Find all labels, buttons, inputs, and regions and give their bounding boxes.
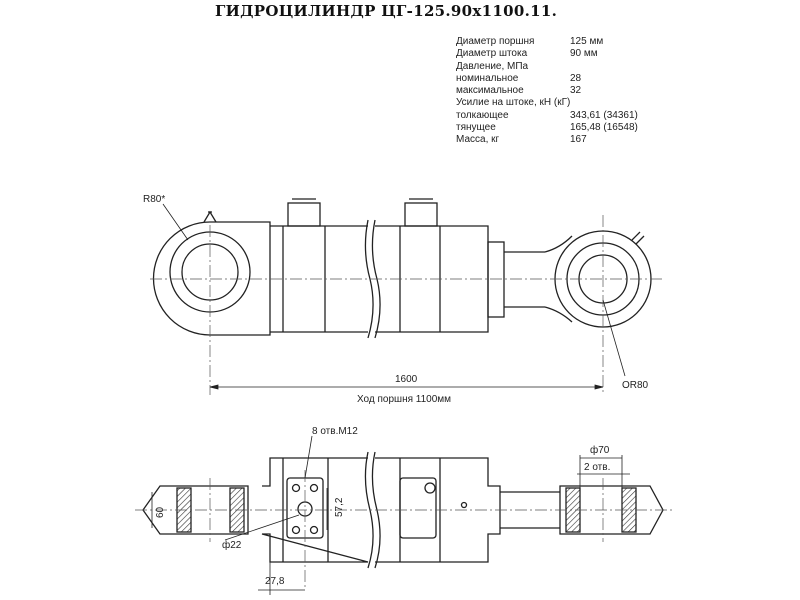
- spec-label: Диаметр поршня: [456, 36, 535, 47]
- left-clevis-eye: [152, 221, 271, 336]
- label-d22: ф22: [222, 539, 242, 551]
- spec-label: тянущее: [456, 122, 496, 134]
- bolt-hole: [291, 483, 301, 493]
- label-60: 60: [155, 506, 166, 518]
- spec-value: 28: [570, 72, 582, 84]
- label-27-8: 27,8: [265, 576, 285, 587]
- port-hole: [424, 482, 436, 494]
- top-centerlines: [150, 215, 665, 395]
- label-holes: 8 отв.М12: [312, 426, 358, 437]
- spec-label: Масса, кг: [456, 134, 500, 146]
- label-2-holes: 2 отв.: [584, 462, 610, 473]
- arrow-icon: [209, 384, 219, 390]
- bottom-dimensions: [151, 435, 630, 595]
- spec-label: Диаметр штока: [456, 48, 528, 60]
- spec-label: толкающее: [456, 109, 509, 121]
- label-length: 1600: [395, 374, 418, 385]
- top-dimensions: [162, 203, 626, 390]
- rod-neck: [544, 235, 573, 323]
- bolt-hole: [309, 483, 319, 493]
- label-d70: ф70: [590, 444, 610, 456]
- leader-holes: [304, 435, 313, 479]
- fitting-dot: [460, 501, 468, 509]
- port-right: [404, 202, 438, 227]
- left-end: [142, 485, 249, 535]
- label-r80-left: R80*: [143, 194, 165, 205]
- grease-nipple-icon: [203, 210, 217, 223]
- bottom-centerlines: [135, 470, 672, 590]
- leader-r80-right: [602, 299, 626, 377]
- label-r80-right: OR80: [622, 380, 649, 391]
- spec-label: Давление, МПа: [456, 60, 529, 72]
- label-57-2: 57,2: [334, 497, 345, 517]
- spec-label: номинальное: [456, 72, 519, 84]
- right-end: [559, 485, 664, 535]
- drawing-title: ГИДРОЦИЛИНДР ЦГ-125.90х1100.11.: [215, 2, 558, 20]
- label-stroke: Ход поршня 1100мм: [357, 394, 451, 405]
- port-flange-right: [399, 477, 437, 539]
- grease-nipple-icon: [631, 231, 645, 245]
- spec-value: 167: [570, 134, 587, 146]
- port-left: [287, 202, 321, 227]
- bolt-hole: [309, 525, 319, 535]
- spec-value: 343,61 (34361): [570, 109, 638, 121]
- leader-d22: [224, 514, 300, 541]
- leader-r80-left: [162, 203, 189, 241]
- gland: [487, 241, 505, 318]
- spec-label: максимальное: [456, 85, 524, 97]
- spec-value: 90 мм: [570, 48, 598, 60]
- spec-label: Усилие на штоке, кН (кГ): [456, 97, 571, 109]
- bolt-hole: [291, 525, 301, 535]
- arrow-icon: [594, 384, 604, 390]
- top-view: [152, 198, 652, 339]
- spec-value: 165,48 (16548): [570, 122, 638, 134]
- spec-value: 125 мм: [570, 36, 604, 47]
- spec-value: 32: [570, 85, 582, 97]
